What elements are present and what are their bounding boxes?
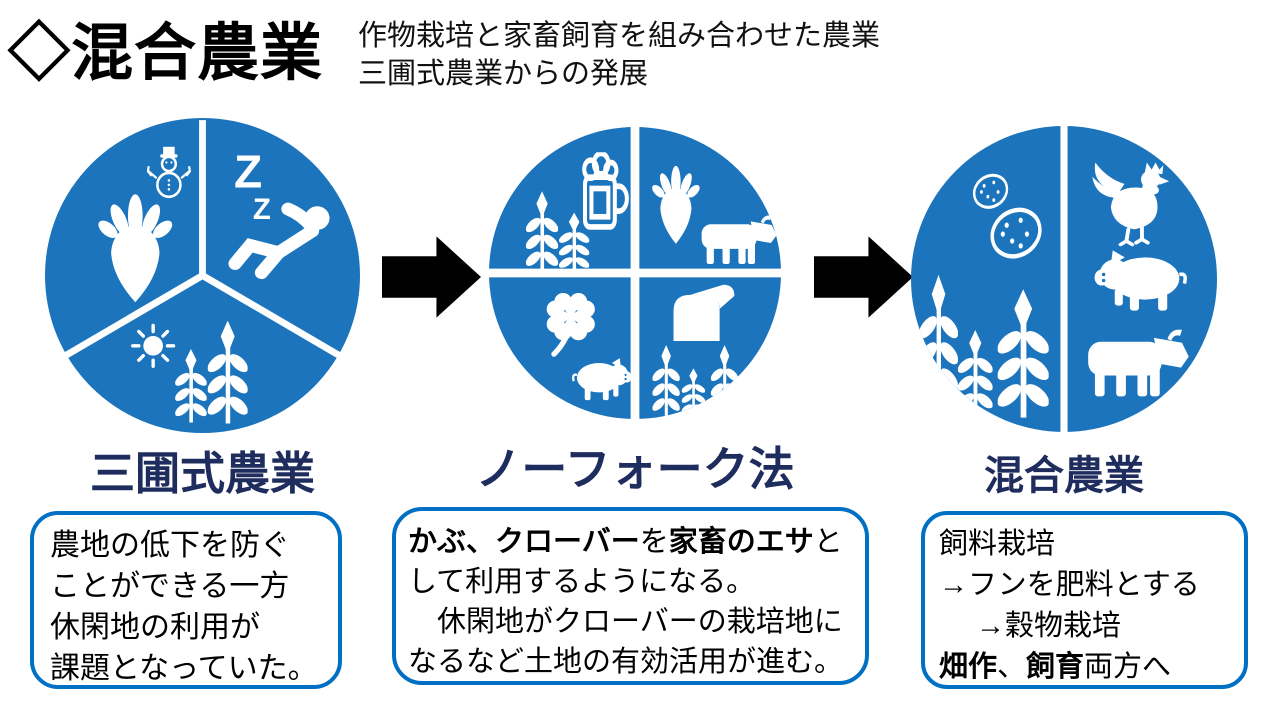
note-mixed: 飼料栽培 →フンを肥料とする →穀物栽培 畑作、飼育両方へ [921, 511, 1248, 689]
note-text: を [639, 526, 669, 558]
note-line: かぶ、クローバーを家畜のエサと [408, 522, 865, 562]
circle-label-norfolk: ノーフォーク法 [475, 443, 795, 495]
circle-label-mixed: 混合農業 [984, 454, 1144, 498]
three-field-system-diagram: Z Z [45, 118, 360, 433]
note-line: 休閑地がクローバーの栽培地に [408, 606, 843, 638]
norfolk-method-diagram [489, 127, 781, 419]
emphasis-text: 家畜のエサ [668, 526, 814, 558]
emphasis-text: 畑作 [939, 651, 998, 683]
note-line: 畑作、飼育両方へ [939, 647, 1244, 688]
mixed-farming-diagram [911, 126, 1217, 432]
sun-icon [131, 323, 176, 368]
three-sector-divider [64, 120, 341, 359]
sleep-zz-icon: Z [253, 193, 271, 226]
note-line: 農地の低下を防ぐ [50, 529, 290, 562]
note-line: なるなど土地の有効活用が進む。 [408, 646, 844, 678]
circle-label-three-field: 三圃式農業 [89, 448, 315, 499]
four-quadrant-divider [489, 127, 781, 419]
subtitle-line1: 作物栽培と家畜飼育を組み合わせた農業 [358, 20, 881, 52]
page-title: ◇混合農業 [8, 19, 324, 88]
note-text: と [813, 526, 843, 558]
subtitle: 作物栽培と家畜飼育を組み合わせた農業 三圃式農業からの発展 [358, 17, 880, 93]
wheat-icon [740, 368, 764, 418]
emphasis-text: 飼育 [1026, 651, 1085, 683]
note-line: →穀物栽培 [939, 610, 1122, 642]
note-line: →フンを肥料とする [939, 569, 1200, 601]
note-line: 飼料栽培 [939, 528, 1056, 560]
sleep-zz-icon: Z [234, 145, 262, 197]
note-line: ことができる一方 [50, 570, 290, 603]
note-text: 、 [997, 651, 1027, 683]
arrow-right-icon [814, 236, 913, 318]
note-text: 両方へ [1084, 651, 1172, 683]
note-line: して利用するようになる。 [408, 566, 756, 598]
note-norfolk: かぶ、クローバーを家畜のエサと して利用するようになる。 休閑地がクローバーの栽… [392, 507, 869, 685]
note-line: 休閑地の利用が [50, 611, 260, 644]
note-three-field: 農地の低下を防ぐ ことができる一方 休閑地の利用が 課題となっていた。 [30, 511, 342, 689]
arrow-right-icon [382, 236, 481, 318]
note-line: 課題となっていた。 [50, 652, 318, 685]
subtitle-line2: 三圃式農業からの発展 [358, 58, 649, 90]
emphasis-text: かぶ、クローバー [408, 526, 640, 558]
